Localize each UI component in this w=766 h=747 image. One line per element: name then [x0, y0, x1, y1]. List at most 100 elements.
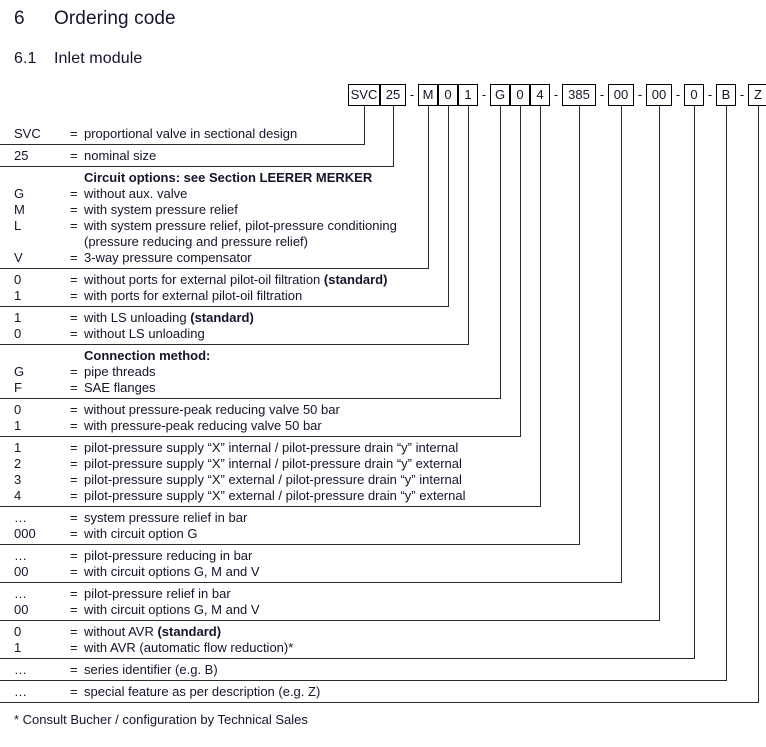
leader-line-vertical — [579, 106, 580, 544]
footnote: * Consult Bucher / configuration by Tech… — [14, 712, 308, 727]
subsection-number: 6.1 — [14, 50, 37, 67]
leader-line-horizontal — [0, 680, 727, 681]
leader-line-horizontal — [0, 166, 394, 167]
row-description: with LS unloading (standard) — [84, 310, 254, 325]
row-code: F — [14, 380, 22, 395]
code-separator-dash: - — [675, 87, 681, 102]
row-description: without pressure-peak reducing valve 50 … — [84, 402, 340, 417]
code-separator-dash: - — [739, 87, 745, 102]
row-code: … — [14, 662, 27, 677]
code-box-385: 385 — [562, 84, 596, 106]
leader-line-vertical — [726, 106, 727, 680]
row-code: … — [14, 548, 27, 563]
row-code: 0 — [14, 326, 22, 341]
row-description: with system pressure relief — [84, 202, 238, 217]
row-description: pilot-pressure supply “X” external / pil… — [84, 472, 462, 487]
leader-line-horizontal — [0, 506, 541, 507]
code-box-m: M — [418, 84, 438, 106]
leader-line-vertical — [520, 106, 521, 436]
row-code: 2 — [14, 456, 22, 471]
leader-line-horizontal — [0, 144, 365, 145]
row-equals: = — [70, 456, 78, 471]
row-description: nominal size — [84, 148, 157, 163]
leader-line-vertical — [364, 106, 365, 144]
row-equals: = — [70, 288, 78, 303]
row-code: 0 — [14, 624, 22, 639]
leader-line-horizontal — [0, 620, 660, 621]
row-description: with AVR (automatic flow reduction)* — [84, 640, 294, 655]
code-box-z: Z — [748, 84, 766, 106]
row-equals: = — [70, 202, 78, 217]
leader-line-horizontal — [0, 344, 469, 345]
row-code: V — [14, 250, 23, 265]
row-code: 00 — [14, 564, 29, 579]
leader-line-vertical — [659, 106, 660, 620]
row-code: 0 — [14, 272, 22, 287]
leader-line-horizontal — [0, 268, 429, 269]
row-equals: = — [70, 624, 78, 639]
code-box-g: G — [490, 84, 510, 106]
row-equals: = — [70, 564, 78, 579]
row-equals: = — [70, 488, 78, 503]
group-heading: Circuit options: see Section LEERER MERK… — [84, 170, 373, 185]
leader-line-vertical — [758, 106, 759, 702]
row-description: 3-way pressure compensator — [84, 250, 252, 265]
row-equals: = — [70, 526, 78, 541]
code-box-svc: SVC — [348, 84, 380, 106]
leader-line-vertical — [694, 106, 695, 658]
row-equals: = — [70, 510, 78, 525]
row-description-text: with LS unloading — [84, 310, 191, 325]
code-box-4: 4 — [530, 84, 550, 106]
row-equals: = — [70, 272, 78, 287]
row-equals: = — [70, 218, 78, 233]
row-code: 000 — [14, 526, 36, 541]
leader-line-vertical — [621, 106, 622, 582]
row-equals: = — [70, 402, 78, 417]
row-code: M — [14, 202, 25, 217]
code-box-00: 00 — [608, 84, 634, 106]
row-equals: = — [70, 472, 78, 487]
leader-line-vertical — [500, 106, 501, 398]
code-box-0: 0 — [510, 84, 530, 106]
row-description: series identifier (e.g. B) — [84, 662, 218, 677]
row-description: pilot-pressure supply “X” external / pil… — [84, 488, 466, 503]
code-box-0: 0 — [684, 84, 704, 106]
leader-line-horizontal — [0, 306, 449, 307]
row-description-standard-tag: (standard) — [190, 310, 254, 325]
row-equals: = — [70, 250, 78, 265]
row-description: (pressure reducing and pressure relief) — [84, 234, 308, 249]
row-description-text: without ports for external pilot-oil fil… — [84, 272, 324, 287]
row-equals: = — [70, 380, 78, 395]
leader-line-vertical — [468, 106, 469, 344]
row-code: 1 — [14, 440, 22, 455]
row-equals: = — [70, 440, 78, 455]
leader-line-vertical — [540, 106, 541, 506]
row-code: 1 — [14, 310, 22, 325]
row-code: 00 — [14, 602, 29, 617]
code-box-b: B — [716, 84, 736, 106]
leader-line-horizontal — [0, 702, 759, 703]
row-description: with pressure-peak reducing valve 50 bar — [84, 418, 322, 433]
row-description: pilot-pressure supply “X” internal / pil… — [84, 440, 459, 455]
code-separator-dash: - — [481, 87, 487, 102]
code-box-1: 1 — [458, 84, 478, 106]
row-equals: = — [70, 364, 78, 379]
leader-line-horizontal — [0, 582, 622, 583]
code-box-25: 25 — [380, 84, 406, 106]
leader-line-horizontal — [0, 544, 580, 545]
row-code: 1 — [14, 418, 22, 433]
row-description-standard-tag: (standard) — [323, 272, 388, 287]
row-code: … — [14, 586, 27, 601]
leader-line-horizontal — [0, 398, 501, 399]
code-separator-dash: - — [599, 87, 605, 102]
code-separator-dash: - — [637, 87, 643, 102]
row-code: G — [14, 186, 25, 201]
row-description: without aux. valve — [84, 186, 188, 201]
leader-line-horizontal — [0, 436, 521, 437]
row-description: without ports for external pilot-oil fil… — [84, 272, 387, 287]
subsection-title-text: Inlet module — [54, 50, 143, 67]
row-code: 0 — [14, 402, 22, 417]
row-equals: = — [70, 640, 78, 655]
